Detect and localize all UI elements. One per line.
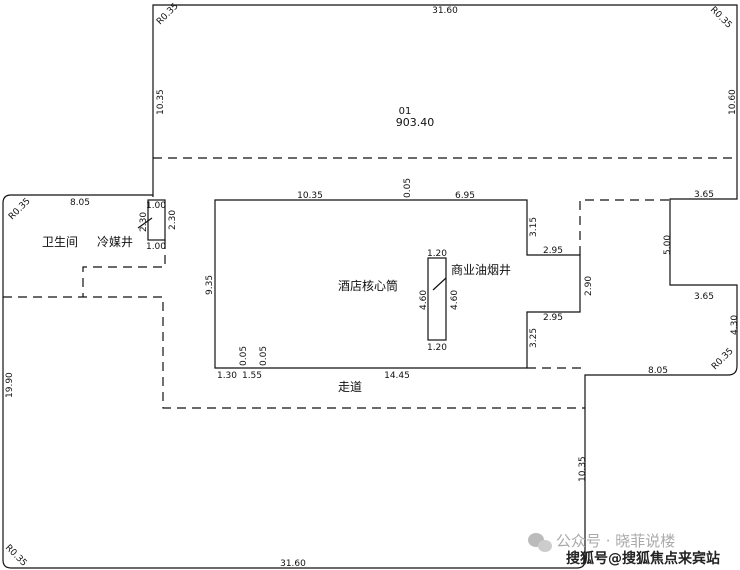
dim-left-h: 19.90: [5, 372, 15, 398]
dim-radius: R0.35: [710, 346, 736, 372]
dim-right-bot-w: 3.65: [694, 292, 714, 302]
dim-right-top-w: 3.65: [694, 190, 714, 200]
zone-id: 01: [399, 106, 412, 117]
dim-right-bottom-w: 8.05: [648, 366, 668, 376]
dim-left-top-w: 8.05: [70, 198, 90, 208]
dim-radius: R0.35: [708, 5, 734, 31]
dim-core-bl-b: 1.55: [242, 371, 262, 381]
zone-area: 903.40: [396, 116, 435, 129]
dim-core-r1: 3.15: [529, 217, 539, 237]
room-chiller-shaft: 冷媒井: [97, 235, 133, 249]
dim-shaft-top: 1.00: [146, 201, 166, 211]
dim-core-gap3: 0.05: [259, 346, 269, 366]
dim-ke-top: 1.20: [427, 249, 447, 259]
dim-bottom-width: 31.60: [280, 559, 306, 569]
dim-shaft-r: 2.30: [168, 210, 178, 230]
wechat-icon: [528, 533, 552, 552]
dim-notch-h: 2.90: [584, 276, 594, 296]
room-hotel-core: 酒店核心筒: [338, 278, 398, 293]
hotel-core-outline: [214, 199, 581, 369]
dim-core-top-b: 6.95: [455, 191, 475, 201]
dim-ke-r: 4.60: [450, 290, 460, 310]
dim-shaft-l: 2.30: [139, 212, 149, 232]
dim-shaft-bot: 1.00: [146, 242, 166, 252]
dim-ke-bot: 1.20: [427, 343, 447, 353]
dim-core-top-a: 10.35: [297, 191, 323, 201]
watermark-line2: 搜狐号@搜狐焦点来宾站: [566, 550, 720, 567]
room-toilet: 卫生间: [42, 235, 78, 249]
dim-core-gap2: 0.05: [239, 346, 249, 366]
dim-right-step-h: 5.00: [663, 235, 673, 255]
room-corridor: 走道: [338, 380, 362, 394]
dim-top-width: 31.60: [432, 6, 458, 16]
watermark: 公众号 · 晓菲说楼 搜狐号@搜狐焦点来宾站: [528, 532, 720, 567]
dim-core-r2: 3.25: [529, 328, 539, 348]
dashed-lines: [3, 157, 737, 409]
room-kitchen-exhaust: 商业油烟井: [451, 262, 511, 277]
dim-lower-right-h: 10.35: [578, 456, 588, 482]
dim-core-gap: 0.05: [403, 178, 413, 198]
dim-top-right-h: 10.60: [728, 89, 738, 115]
dim-notch-bot: 2.95: [543, 313, 563, 323]
dim-core-bot: 14.45: [384, 371, 410, 381]
dim-core-left-h: 9.35: [205, 275, 215, 295]
dim-top-left-h: 10.35: [156, 89, 166, 115]
dim-core-bl-a: 1.30: [217, 371, 237, 381]
dim-notch-top: 2.95: [543, 246, 563, 256]
dim-radius: R0.35: [7, 196, 33, 222]
watermark-line1: 公众号 · 晓菲说楼: [556, 532, 675, 550]
kitchen-exhaust-shaft: [427, 257, 447, 341]
dim-ke-l: 4.60: [419, 290, 429, 310]
walls: [2, 4, 738, 569]
chiller-shaft: [147, 199, 166, 241]
dim-radius: R0.35: [3, 543, 29, 569]
dim-right-low-h: 4.30: [730, 315, 740, 335]
